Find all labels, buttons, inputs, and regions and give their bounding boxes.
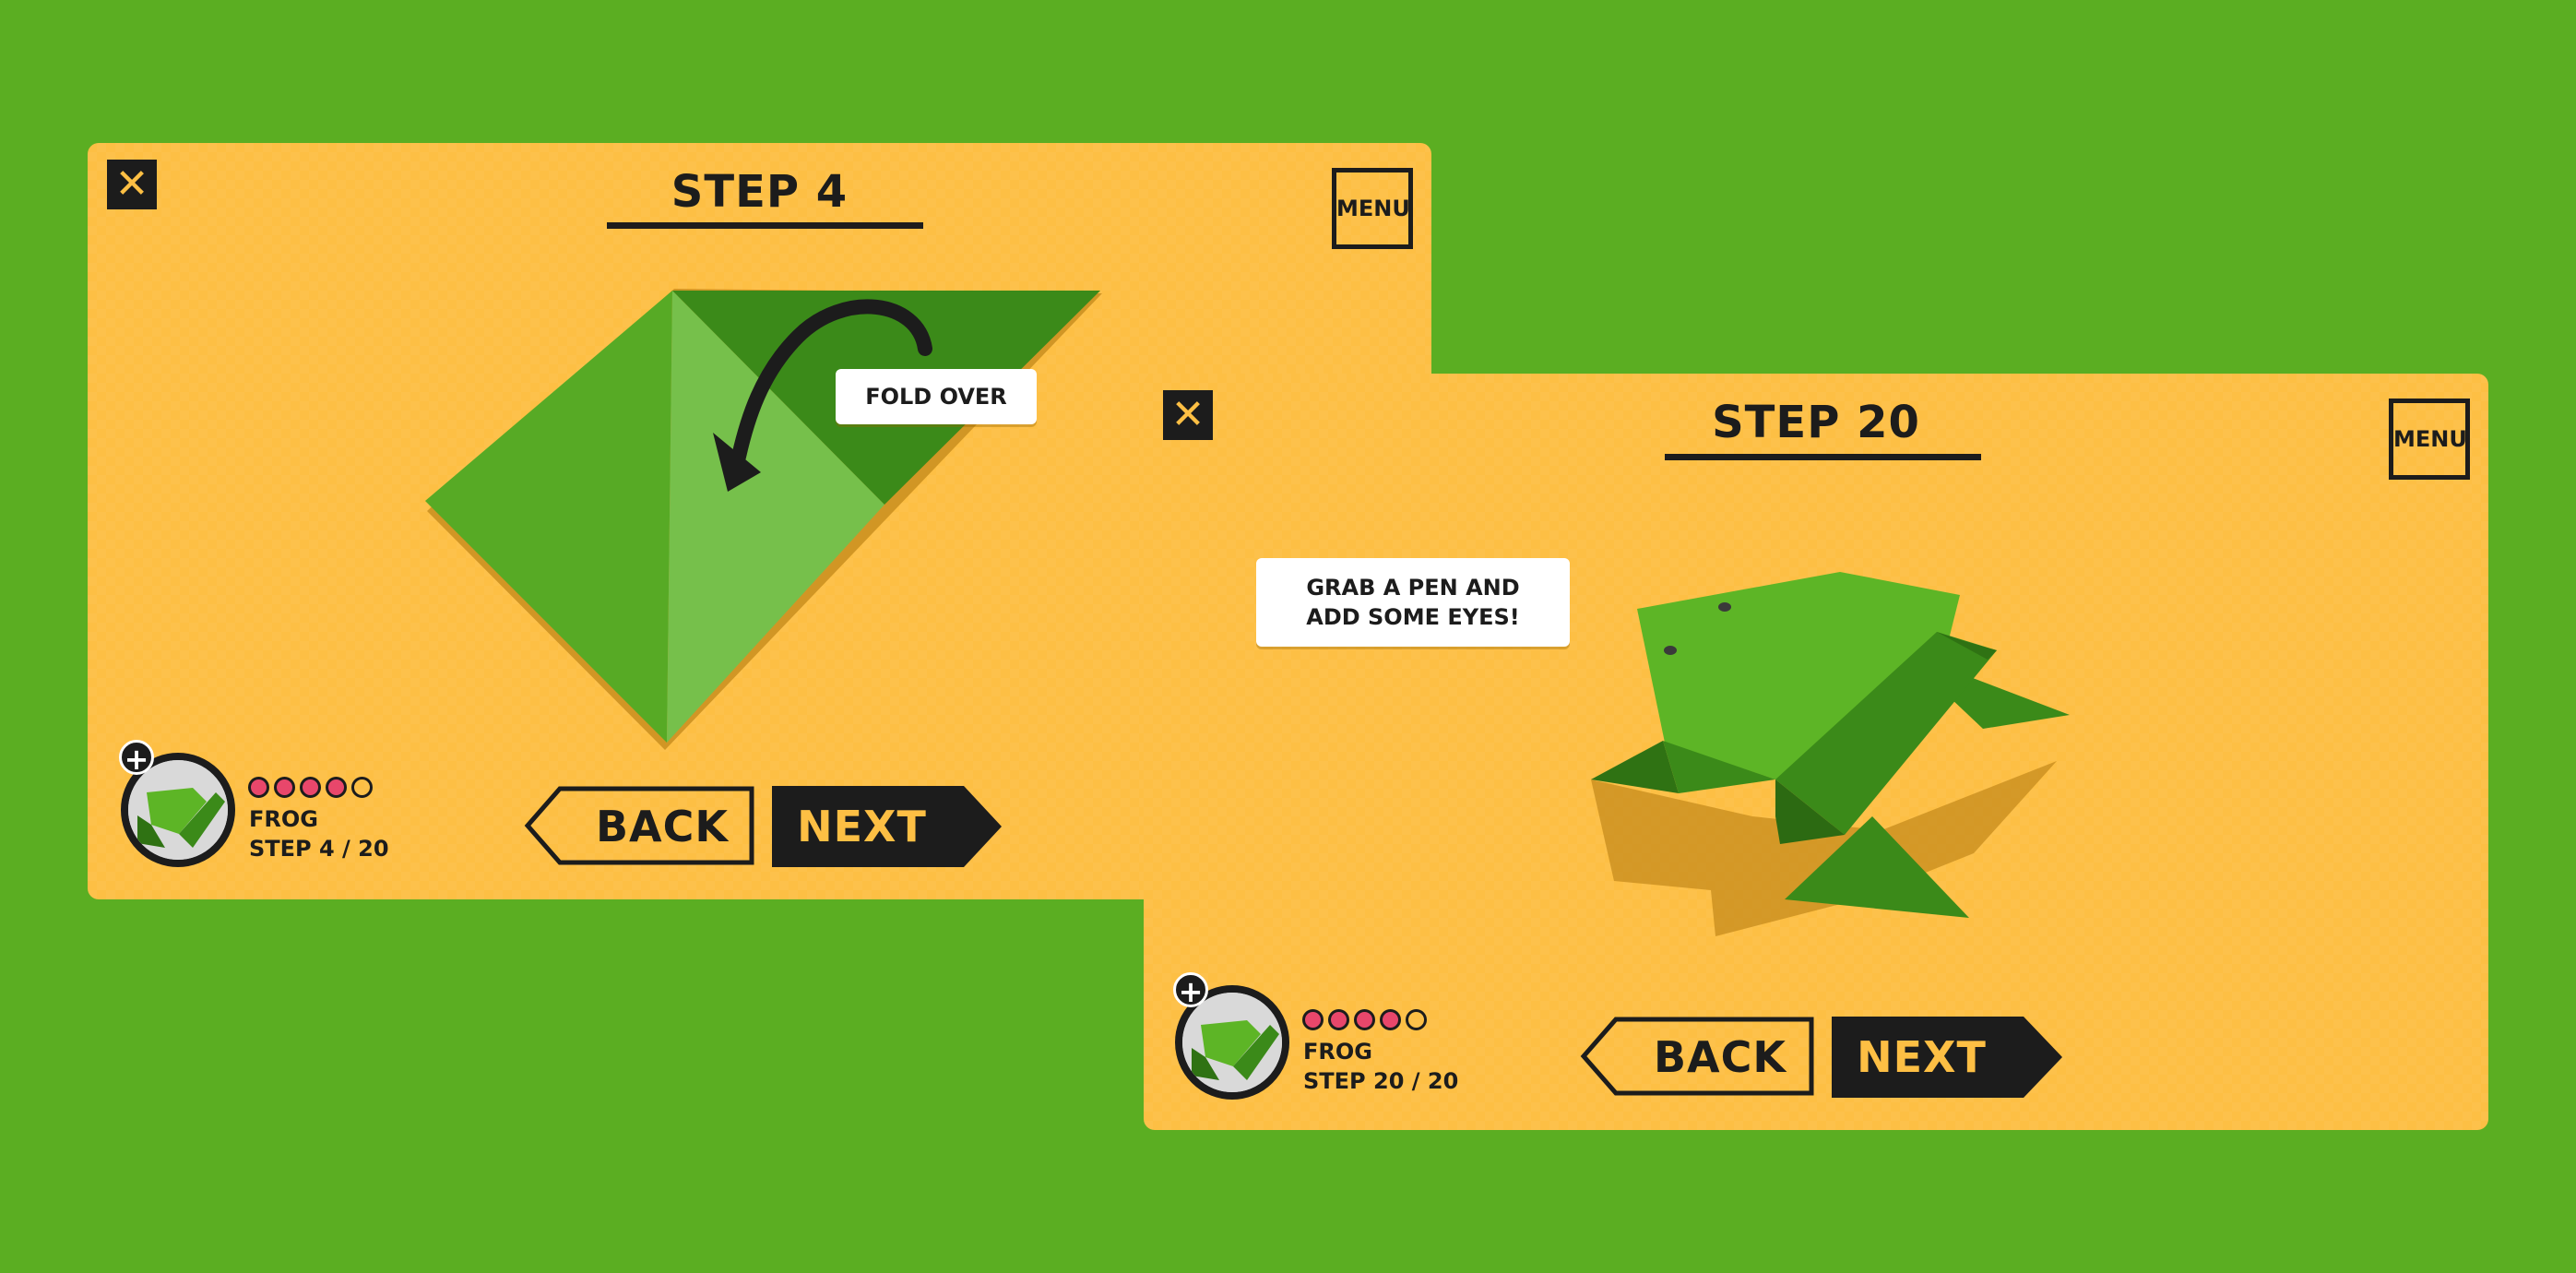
frog-avatar <box>1175 985 1289 1100</box>
next-label: NEXT <box>797 802 927 851</box>
close-button[interactable]: ✕ <box>1163 390 1213 440</box>
progress-dot <box>1406 1009 1427 1030</box>
progress-dot <box>351 777 373 798</box>
back-button[interactable]: BACK <box>1582 1017 1814 1098</box>
plus-icon[interactable]: + <box>1173 972 1208 1008</box>
back-button[interactable]: BACK <box>526 786 754 867</box>
menu-button[interactable]: MENU <box>1332 168 1413 249</box>
instruction-callout: FOLD OVER <box>836 369 1037 424</box>
progress-dot <box>1302 1009 1324 1030</box>
step-title: STEP 4 <box>671 166 849 218</box>
menu-button[interactable]: MENU <box>2389 399 2470 480</box>
callout-line: ADD SOME EYES! <box>1306 604 1520 630</box>
model-badge: + FROG STEP 4 / 20 <box>119 740 398 867</box>
progress-dot <box>248 777 269 798</box>
close-icon: ✕ <box>114 161 149 208</box>
frog-thumbnail-icon <box>128 760 228 860</box>
model-badge: + FROG STEP 20 / 20 <box>1173 972 1458 1100</box>
progress-dot <box>300 777 321 798</box>
origami-frog-illustration <box>1591 572 2070 936</box>
back-label: BACK <box>595 802 730 851</box>
callout-line: GRAB A PEN AND <box>1306 575 1520 601</box>
fold-arrow-icon <box>731 299 932 464</box>
close-button[interactable]: ✕ <box>107 160 157 209</box>
progress-dot <box>1354 1009 1375 1030</box>
progress-dot <box>274 777 295 798</box>
progress-dots <box>1302 1009 1427 1031</box>
next-label: NEXT <box>1857 1032 1987 1082</box>
progress-dots <box>248 777 373 799</box>
model-name: FROG <box>1303 1039 1372 1065</box>
next-button[interactable]: NEXT <box>1832 1017 2062 1098</box>
progress-dot <box>1380 1009 1401 1030</box>
eye-mark <box>1718 602 1731 612</box>
title-underline <box>1665 454 1981 460</box>
next-button[interactable]: NEXT <box>772 786 1003 867</box>
frog-thumbnail-icon <box>1182 993 1282 1092</box>
back-label: BACK <box>1653 1032 1787 1082</box>
instruction-callout: GRAB A PEN AND ADD SOME EYES! <box>1256 558 1570 647</box>
step-counter: STEP 4 / 20 <box>249 836 389 862</box>
nav-shapes <box>524 786 1002 867</box>
nav-shapes <box>1580 1017 2062 1098</box>
step-counter: STEP 20 / 20 <box>1303 1068 1459 1094</box>
step-card-20: ✕ STEP 20 MENU GRAB A PEN AND ADD SOME E… <box>1144 374 2488 1130</box>
eye-mark <box>1664 646 1677 655</box>
title-underline <box>607 222 923 229</box>
plus-icon[interactable]: + <box>119 740 154 776</box>
close-icon: ✕ <box>1170 391 1205 438</box>
progress-dot <box>1328 1009 1349 1030</box>
progress-dot <box>326 777 347 798</box>
step-title: STEP 20 <box>1712 397 1920 448</box>
model-name: FROG <box>249 806 318 832</box>
